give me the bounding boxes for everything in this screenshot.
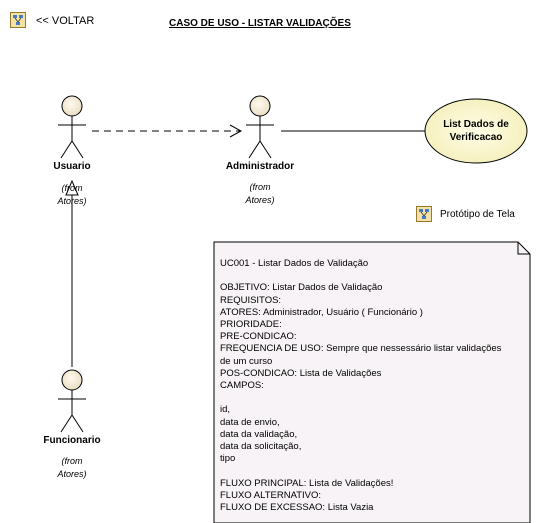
note-line: FLUXO PRINCIPAL: Lista de Validações! <box>220 477 394 489</box>
actor-funcionario-name: Funcionario <box>43 435 101 446</box>
note-line: CAMPOS: <box>220 380 264 392</box>
note-line: UC001 - Listar Dados de Validação <box>220 258 369 269</box>
actor-funcionario-figure[interactable] <box>58 369 86 433</box>
note-line <box>220 392 526 404</box>
note-line: PRIORIDADE: <box>220 319 282 331</box>
actor-funcionario-from: (from Atores) <box>57 456 87 479</box>
note-line: FLUXO DE EXCESSAO: Lista Vazia <box>220 502 374 514</box>
page-title: CASO DE USO - LISTAR VALIDAÇÕES <box>169 18 351 29</box>
prototype-link[interactable]: Protótipo de Tela <box>440 209 515 220</box>
note-shape <box>213 241 531 523</box>
actor-administrador-from: (from Atores) <box>245 182 275 205</box>
note-line <box>220 270 526 282</box>
note-line: FREQUENCIA DE USO: Sempre que nessessári… <box>220 343 502 355</box>
diagram-icon[interactable] <box>10 12 26 28</box>
actor-usuario-name: Usuario <box>53 161 91 172</box>
actor-administrador-figure[interactable] <box>246 95 274 159</box>
note-line: data de envio, <box>220 416 280 428</box>
note-line <box>220 465 526 477</box>
note-line: data da solicitação, <box>220 441 302 453</box>
note-line: FLUXO ALTERNATIVO: <box>220 489 322 501</box>
note-content: UC001 - Listar Dados de Validação OBJETI… <box>220 258 526 523</box>
note-line: OBJETIVO: Listar Dados de Validação <box>220 282 383 294</box>
generalization-arrow <box>65 179 79 367</box>
note-line: id, <box>220 404 231 416</box>
note-line: tipo <box>220 453 236 465</box>
note-line: data da validação, <box>220 428 298 440</box>
note-line: PRE-CONDICAO: <box>220 331 297 343</box>
note-line: ATORES: Administrador, Usuário ( Funcion… <box>220 306 423 318</box>
use-case-label: List Dados de Verificacao <box>443 119 509 143</box>
note-line: REQUISITOS: <box>220 294 282 306</box>
diagram-icon[interactable] <box>416 206 432 222</box>
dependency-arrow <box>92 124 243 138</box>
back-link[interactable]: << VOLTAR <box>36 15 95 27</box>
actor-usuario-figure[interactable] <box>58 95 86 159</box>
actor-usuario-from: (from Atores) <box>57 183 87 206</box>
use-case-ellipse[interactable] <box>424 98 528 164</box>
actor-administrador-name: Administrador <box>225 161 295 172</box>
note-line: de um curso <box>220 355 273 367</box>
note-line: POS-CONDICAO: Lista de Validações <box>220 367 382 379</box>
